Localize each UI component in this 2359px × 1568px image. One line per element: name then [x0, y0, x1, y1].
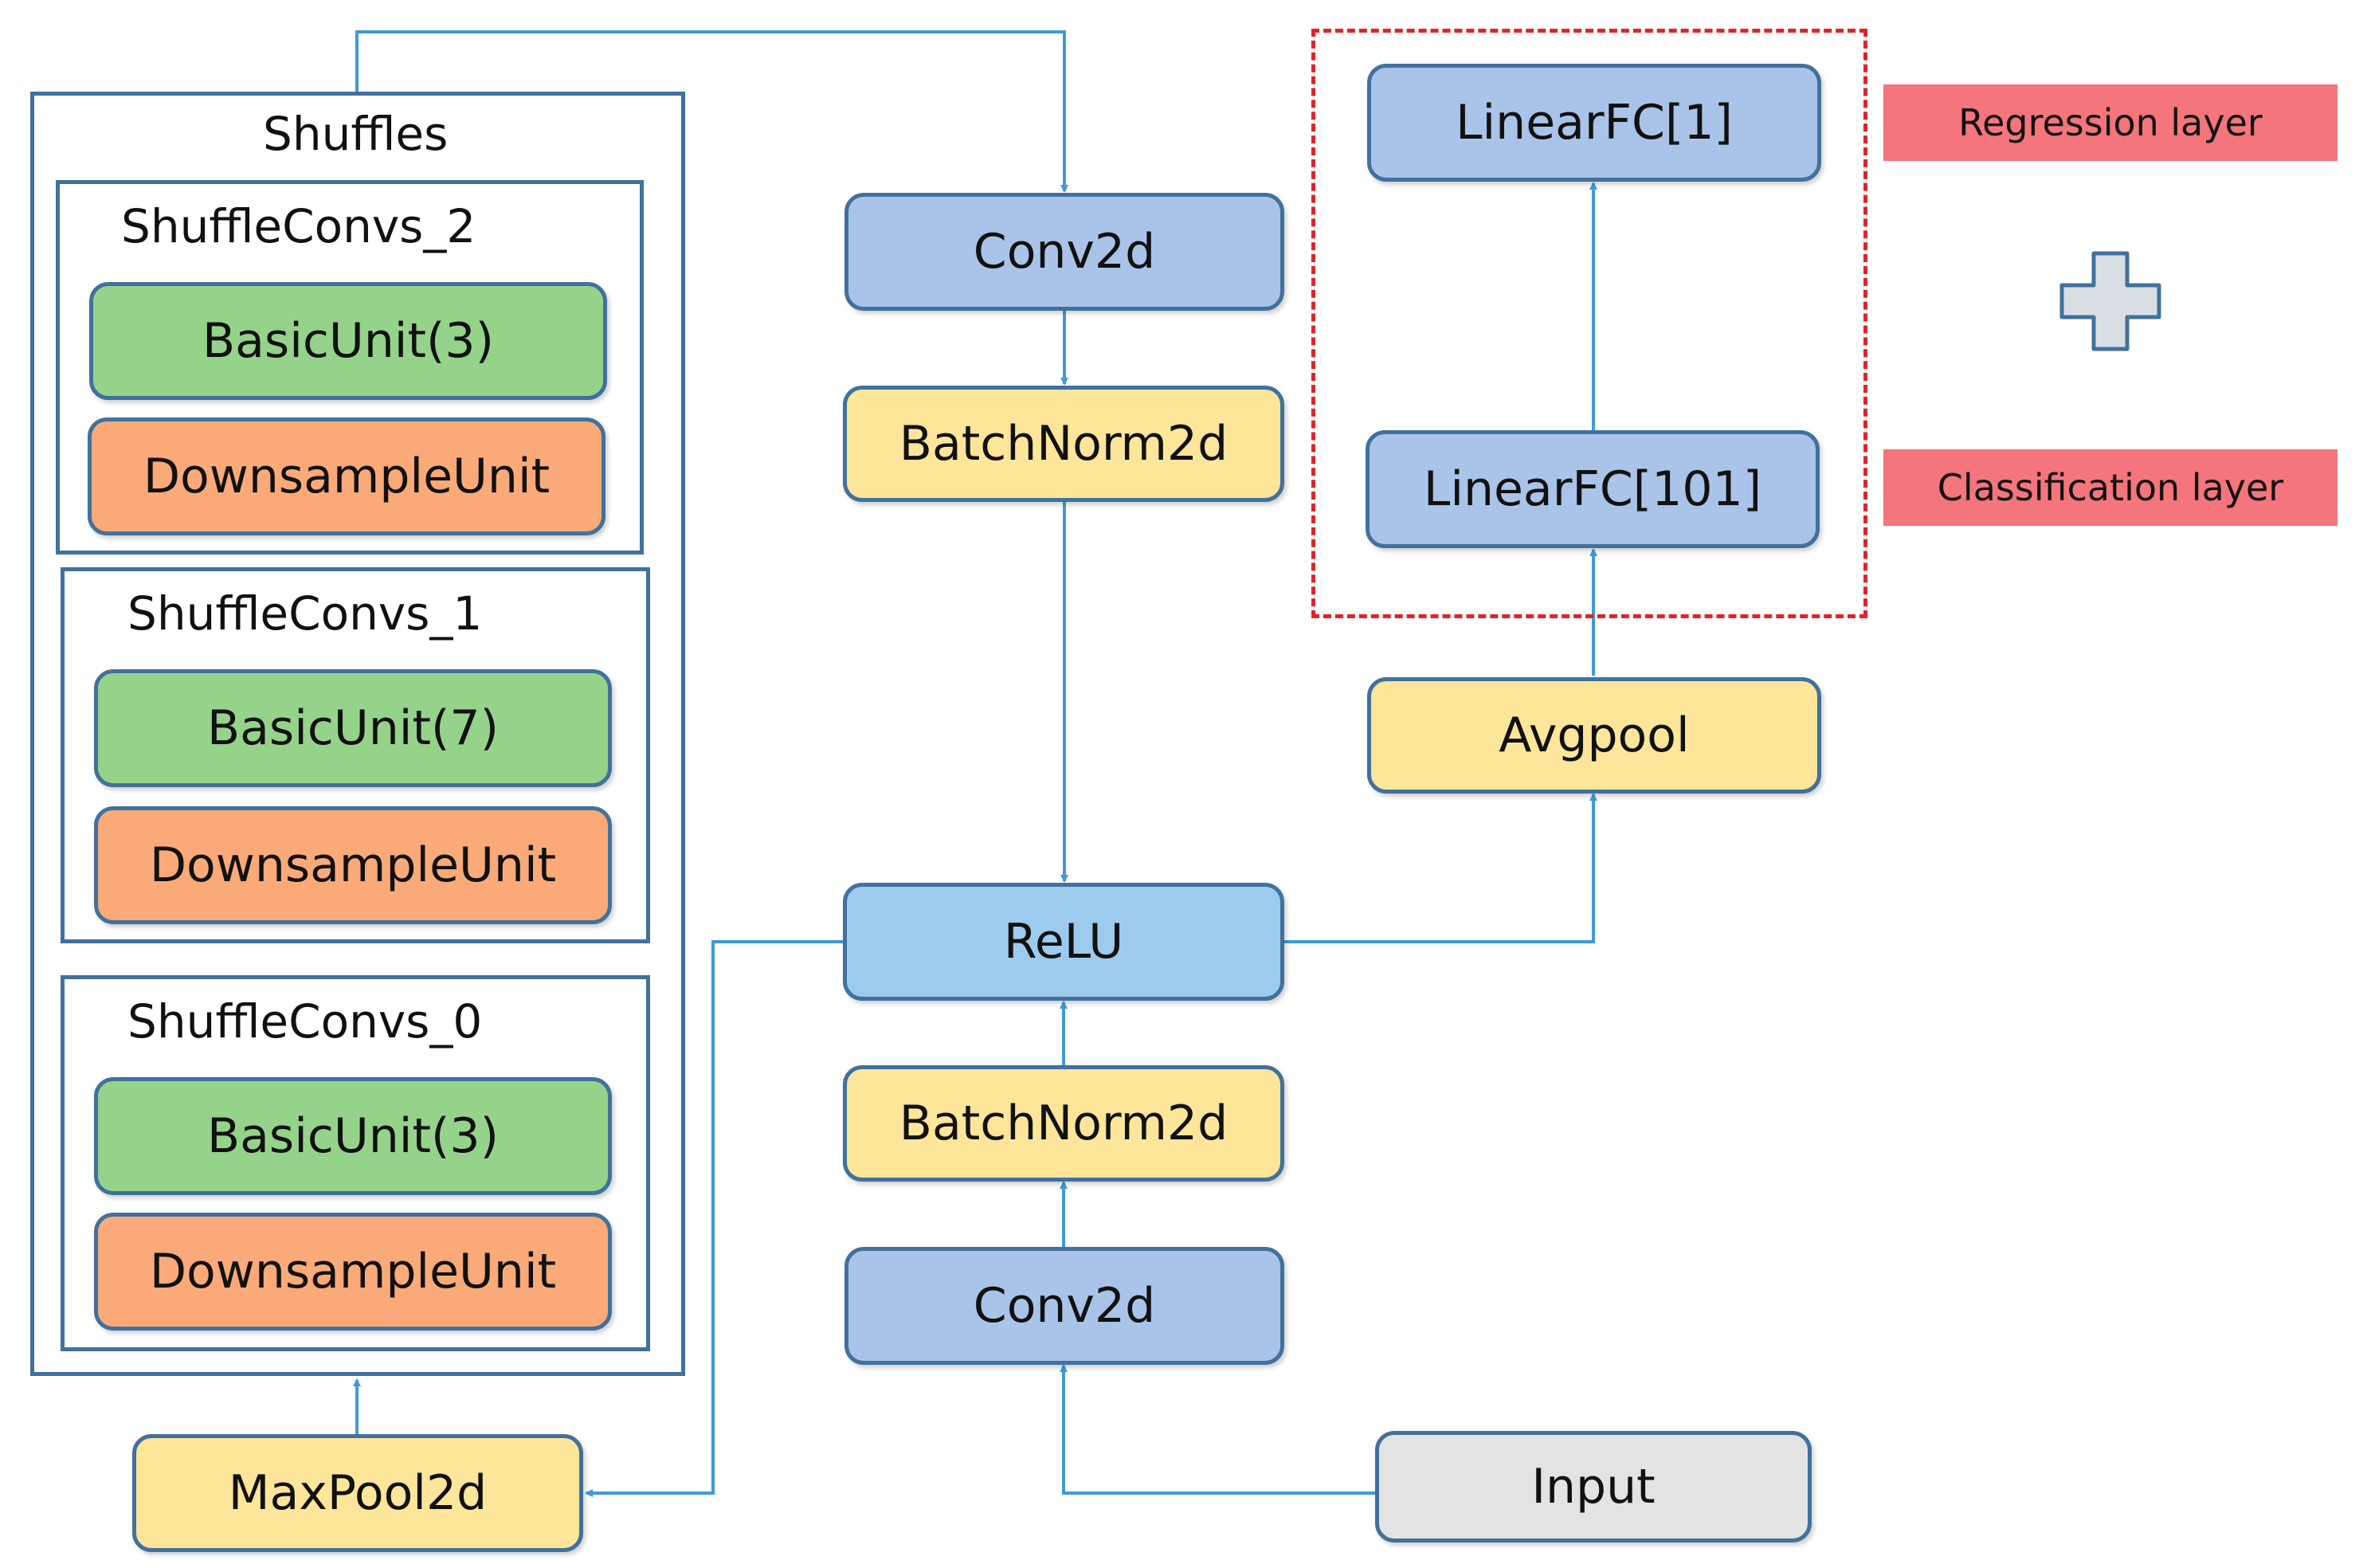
downsample-unit-1: DownsampleUnit [94, 806, 612, 924]
batchnorm-bottom-node: BatchNorm2d [843, 1065, 1284, 1182]
edge-shuffles-conv [355, 30, 1068, 193]
shuffles-frame [30, 92, 685, 1376]
edge-input-conv [1060, 1364, 1375, 1495]
avgpool-node: Avgpool [1367, 677, 1821, 794]
batchnorm-top-node: BatchNorm2d [843, 386, 1284, 502]
downsample-unit-2: DownsampleUnit [88, 417, 605, 535]
basic-unit-2: BasicUnit(3) [89, 282, 607, 400]
basic-unit-0: BasicUnit(3) [94, 1077, 612, 1195]
shuffleconvs-0-title: ShuffleConvs_0 [127, 994, 483, 1049]
downsample-unit-0: DownsampleUnit [94, 1213, 612, 1331]
input-node: Input [1375, 1431, 1812, 1543]
conv2d-top-node: Conv2d [844, 193, 1284, 311]
shuffleconvs-1-title: ShuffleConvs_1 [127, 586, 483, 641]
shuffles-title: Shuffles [263, 107, 449, 161]
linearfc-101-node: LinearFC[101] [1366, 430, 1820, 548]
shuffleconvs-2-title: ShuffleConvs_2 [121, 199, 476, 253]
conv2d-bottom-node: Conv2d [844, 1247, 1284, 1365]
plus-icon [2059, 251, 2161, 351]
shuffleconvs-1-frame [61, 567, 650, 943]
classification-layer-tag: Classification layer [1883, 449, 2337, 526]
linearfc-1-node: LinearFC[1] [1367, 64, 1821, 182]
shuffleconvs-2-frame [56, 180, 644, 555]
relu-node: ReLU [843, 883, 1284, 1001]
head-dashed-box [1311, 29, 1867, 618]
edge-relu-avgpool [1284, 793, 1597, 943]
basic-unit-1: BasicUnit(7) [94, 669, 612, 787]
maxpool-node: MaxPool2d [132, 1434, 583, 1552]
edge-relu-maxpool [585, 940, 843, 1497]
regression-layer-tag: Regression layer [1883, 84, 2337, 161]
shuffleconvs-0-frame [61, 975, 650, 1351]
